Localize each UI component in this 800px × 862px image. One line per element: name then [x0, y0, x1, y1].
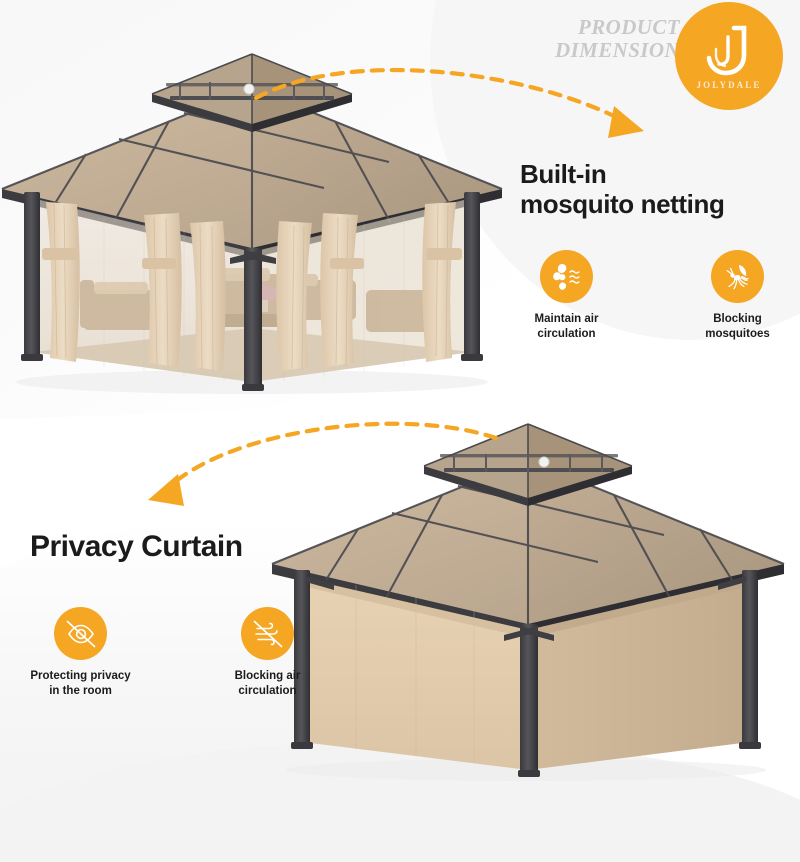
feature-list-privacy: Protecting privacy in the room Blocking …	[18, 607, 330, 698]
feature-blocking-air-circulation: Blocking air circulation	[205, 607, 330, 698]
curved-dashed-arrow-right	[253, 67, 644, 138]
feature-label: Blocking air circulation	[234, 670, 301, 697]
feature-label: Blocking mosquitoes	[705, 313, 770, 340]
wind-slash-icon	[253, 620, 282, 647]
brand-logo: JOLYDALE	[675, 2, 783, 110]
section-heading-privacy: Privacy Curtain	[30, 530, 243, 563]
gazebo-with-mosquito-netting	[1, 53, 503, 394]
eye-slash-icon	[66, 620, 95, 647]
curved-dashed-arrow-left	[148, 421, 499, 506]
feature-blocking-mosquitoes: Blocking mosquitoes	[690, 250, 785, 341]
gazebo-with-privacy-curtain	[271, 423, 785, 781]
section-heading-netting: Built-in mosquito netting	[520, 159, 725, 219]
feature-protecting-privacy: Protecting privacy in the room	[18, 607, 143, 698]
feature-icon-badge	[54, 607, 107, 660]
j-monogram-icon	[706, 25, 747, 75]
feature-icon-badge	[711, 250, 764, 303]
fan-airflow-icon	[552, 263, 580, 290]
mosquito-icon	[726, 264, 749, 289]
feature-icon-badge	[540, 250, 593, 303]
feature-list-netting: Maintain air circulation	[519, 250, 785, 341]
page-title: PRODUCT DIMENSION	[555, 15, 680, 62]
feature-maintain-air-circulation: Maintain air circulation	[519, 250, 614, 341]
brand-name: JOLYDALE	[696, 79, 762, 90]
feature-icon-badge	[241, 607, 294, 660]
feature-label: Protecting privacy in the room	[30, 670, 131, 697]
feature-label: Maintain air circulation	[534, 313, 599, 340]
